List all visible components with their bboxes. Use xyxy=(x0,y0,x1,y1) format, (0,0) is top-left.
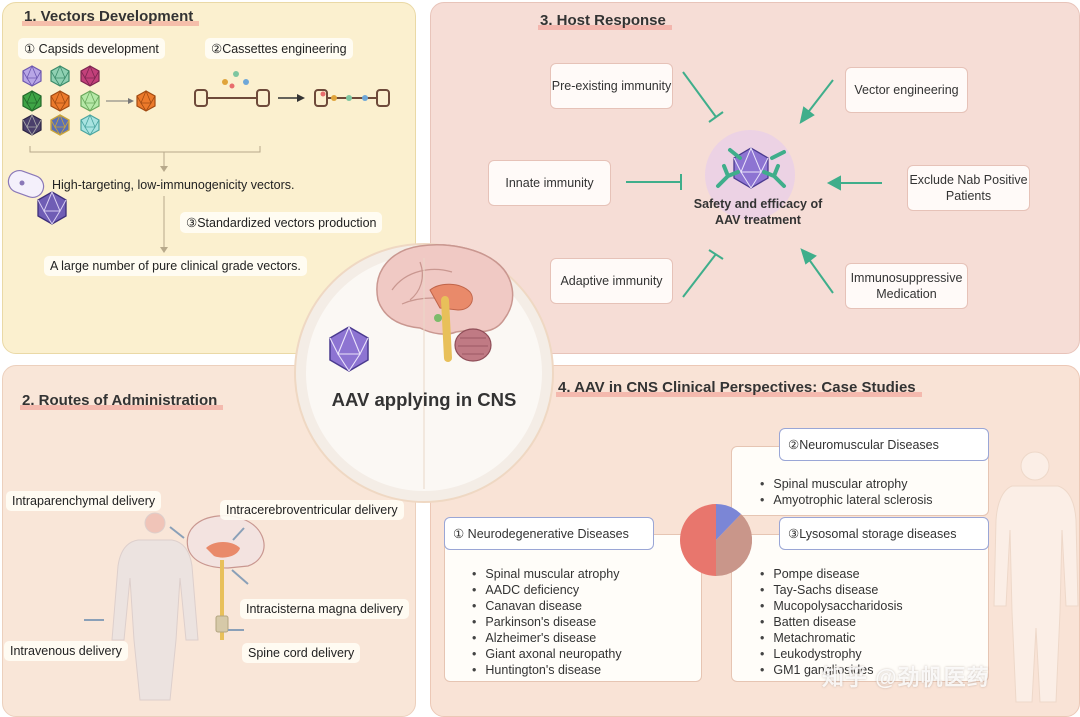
neurodegenerative-heading: ① Neurodegenerative Diseases xyxy=(444,517,654,550)
route-intracisterna-magna: Intracisterna magna delivery xyxy=(240,599,410,619)
cassettes-engineering-label: ②Cassettes engineering xyxy=(205,38,353,59)
innate-immunity-box: Innate immunity xyxy=(488,160,611,206)
capsid-grid-icon xyxy=(22,64,100,136)
list-item: Leukodystrophy xyxy=(760,646,903,662)
routes-brain-icon xyxy=(186,515,265,640)
center-capsid-icon xyxy=(733,146,769,189)
list-item: Huntington's disease xyxy=(472,662,622,678)
selected-capsid-icon xyxy=(136,89,156,112)
preexisting-immunity-box: Pre-existing immunity xyxy=(550,63,673,109)
vector-engineering-box: Vector engineering xyxy=(845,67,968,113)
center-title: AAV applying in CNS xyxy=(331,389,517,410)
list-item: Canavan disease xyxy=(472,598,622,614)
exclude-nab-box: Exclude Nab Positive Patients xyxy=(907,165,1030,211)
route-intracerebroventricular: Intracerebroventricular delivery xyxy=(220,500,404,520)
list-item: Batten disease xyxy=(760,614,903,630)
list-item: Pompe disease xyxy=(760,566,903,582)
watermark: 知乎 @劲帆医药 xyxy=(822,665,990,690)
safety-efficacy-label: Safety and efficacy of AAV treatment xyxy=(693,197,823,227)
pie-slice-neuromuscular xyxy=(716,503,741,540)
antibody-icon xyxy=(716,148,786,188)
list-item: Parkinson's disease xyxy=(472,614,622,630)
clinical-grade-vectors-text: A large number of pure clinical grade ve… xyxy=(44,256,307,276)
neurodegenerative-list: Spinal muscular atrophy AADC deficiency … xyxy=(472,566,622,678)
cassette-icon xyxy=(194,89,270,107)
vectors-text: High-targeting, low-immunogenicity vecto… xyxy=(52,178,295,192)
panel2-title: 2. Routes of Administration xyxy=(20,392,224,410)
list-item: Alzheimer's disease xyxy=(472,630,622,646)
list-item: Mucopolysaccharidosis xyxy=(760,598,902,614)
list-item: Amyotrophic lateral sclerosis xyxy=(760,492,932,508)
list-item: Spinal muscular atrophy xyxy=(760,476,932,492)
list-item: Tay-Sachs disease xyxy=(760,582,903,598)
lysosomal-list: Pompe disease Tay-Sachs disease Mucopoly… xyxy=(760,566,903,678)
capsid-icon xyxy=(37,190,67,225)
neuromuscular-list: Spinal muscular atrophy Amyotrophic late… xyxy=(760,476,932,508)
list-item: Giant axonal neuropathy xyxy=(472,646,621,662)
aav-capsid-icon xyxy=(329,325,369,372)
capsids-development-label: ① Capsids development xyxy=(18,38,165,59)
neuromuscular-heading: ②Neuromuscular Diseases xyxy=(779,428,989,461)
disease-category-pie xyxy=(680,503,753,577)
immunosuppressive-box: Immunosuppressive Medication xyxy=(845,263,968,309)
panel4-title: 4. AAV in CNS Clinical Perspectives: Cas… xyxy=(556,379,922,397)
adaptive-immunity-box: Adaptive immunity xyxy=(550,258,673,304)
panel1-title: 1. Vectors Development xyxy=(22,8,200,26)
pie-slice-lysosomal xyxy=(716,514,753,577)
pie-slice-neurodegenerative xyxy=(680,504,716,576)
human-silhouette-icon xyxy=(993,451,1079,703)
route-intraparenchymal: Intraparenchymal delivery xyxy=(6,491,162,511)
standardized-production-label: ③Standardized vectors production xyxy=(180,212,383,233)
route-spine-cord: Spine cord delivery xyxy=(242,643,361,663)
route-intravenous: Intravenous delivery xyxy=(4,641,128,661)
list-item: AADC deficiency xyxy=(472,582,622,598)
lysosomal-heading: ③Lysosomal storage diseases xyxy=(779,517,989,550)
panel3-title: 3. Host Response xyxy=(538,12,672,30)
list-item: GM1 gangliosides xyxy=(760,662,903,678)
list-item: Spinal muscular atrophy xyxy=(472,566,622,582)
list-item: Metachromatic xyxy=(760,630,903,646)
human-body-icon xyxy=(111,512,199,701)
capsule-icon xyxy=(7,170,45,198)
